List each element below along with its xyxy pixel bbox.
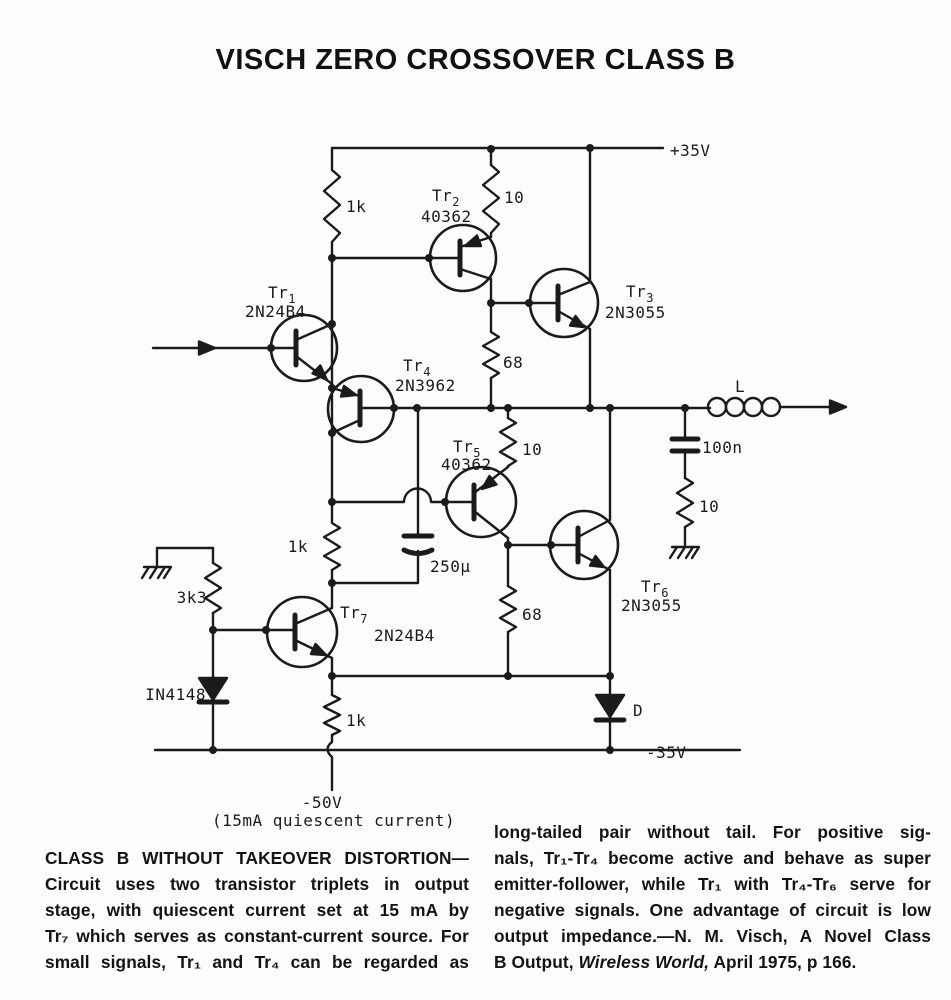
r10-top-label: 10 [504, 188, 524, 207]
tr6-name: Tr6 [641, 577, 669, 600]
caption-line: small signals, Tr₁ and Tr₄ can be regard… [45, 951, 469, 972]
caption-line: stage, with quiescent current set at 15 … [45, 899, 469, 920]
r1k-mid-label: 1k [288, 537, 308, 556]
resistor-68-top [481, 330, 501, 380]
resistor-1k-top [322, 168, 342, 244]
transistor-tr1 [269, 313, 339, 386]
caption-line: B Output, Wireless World, April 1975, p … [494, 950, 931, 976]
c250u-label: 250µ [430, 557, 471, 576]
transistor-tr5 [443, 465, 518, 540]
transistor-tr7 [264, 595, 339, 669]
junction-dots [209, 144, 689, 754]
tr1-name: Tr1 [268, 283, 296, 306]
d-label: D [633, 701, 643, 720]
tr6-part: 2N3055 [621, 596, 682, 615]
inductor-label: L [735, 377, 745, 396]
bias-column-wires [155, 546, 215, 752]
citation-text: B Output, [494, 951, 579, 972]
interconnect-wires [211, 256, 612, 678]
vpos-label: +35V [670, 141, 711, 160]
caption-line: CLASS B WITHOUT TAKEOVER DISTORTION— [45, 848, 469, 868]
resistor-10-mid [498, 416, 518, 468]
caption-line: long-tailed pair without tail. For posit… [494, 822, 931, 842]
c100n-label: 100n [702, 438, 743, 457]
tr4-name: Tr4 [403, 356, 431, 379]
caption-left: CLASS B WITHOUT TAKEOVER DISTORTION— Cir… [45, 846, 469, 976]
transistor-tr3 [527, 267, 600, 339]
tr5-name: Tr5 [453, 437, 481, 460]
resistor-1k-bot [322, 693, 342, 737]
caption-line: Circuit uses two transistor triplets in … [45, 873, 469, 894]
tr2-name: Tr2 [432, 186, 460, 209]
capacitor-100n [669, 436, 701, 454]
tr4-part: 2N3962 [395, 376, 456, 395]
output-line [392, 396, 848, 418]
ground-symbol-left [140, 565, 173, 580]
ground-symbol-right [668, 545, 701, 560]
r68-low-label: 68 [522, 605, 542, 624]
transistor-tr2 [427, 223, 498, 293]
r68-top-label: 68 [503, 353, 523, 372]
r3k3-label: 3k3 [177, 588, 207, 607]
resistor-10-top [481, 163, 501, 235]
resistor-10-out [675, 476, 695, 529]
capacitor-250u [401, 533, 435, 556]
quiescent-note: (15mA quiescent current) [212, 811, 455, 830]
caption-line: nals, Tr₁-Tr₄ become active and behave a… [494, 847, 931, 868]
caption-line: Tr₇ which serves as constant-current sou… [45, 925, 469, 946]
r1k-top-label: 1k [346, 197, 366, 216]
resistor-1k-mid [322, 521, 342, 572]
vmid-label: -50V [302, 793, 343, 812]
caption-right: long-tailed pair without tail. For posit… [494, 820, 931, 975]
tr2-part: 40362 [421, 207, 472, 226]
caption-line: emitter-follower, while Tr₁ with Tr₄-Tr₆… [494, 873, 931, 894]
tr3-part: 2N3055 [605, 303, 666, 322]
input-line [151, 340, 273, 356]
tr3-name: Tr3 [626, 282, 654, 305]
tr7-name: Tr7 [340, 603, 368, 626]
caption-line: negative signals. One advantage of circu… [494, 899, 931, 920]
r1k-bot-label: 1k [346, 711, 366, 730]
r10-mid-label: 10 [522, 440, 542, 459]
vneg-label: -35V [646, 743, 687, 762]
diode-1n4148 [196, 676, 230, 705]
diode-d [593, 693, 627, 723]
cap-column-wires [330, 406, 420, 585]
caption-line: output impedance.—N. M. Visch, A Novel C… [494, 925, 931, 946]
transistor-tr6 [548, 509, 620, 581]
tr1-part: 2N24B4 [245, 302, 306, 321]
resistor-68-low [498, 584, 518, 634]
page-title: VISCH ZERO CROSSOVER CLASS B [215, 44, 736, 76]
citation-date: April 1975, p 166. [709, 951, 857, 972]
d1n4148-label: IN4148 [145, 685, 206, 704]
resistor-3k3 [203, 561, 223, 615]
transistor-tr4 [326, 374, 396, 444]
tr7-part: 2N24B4 [374, 626, 435, 645]
left-column-wires [326, 146, 334, 792]
r10-out-label: 10 [699, 497, 719, 516]
tr5-part: 40362 [441, 455, 492, 474]
citation-journal: Wireless World, [578, 951, 710, 972]
